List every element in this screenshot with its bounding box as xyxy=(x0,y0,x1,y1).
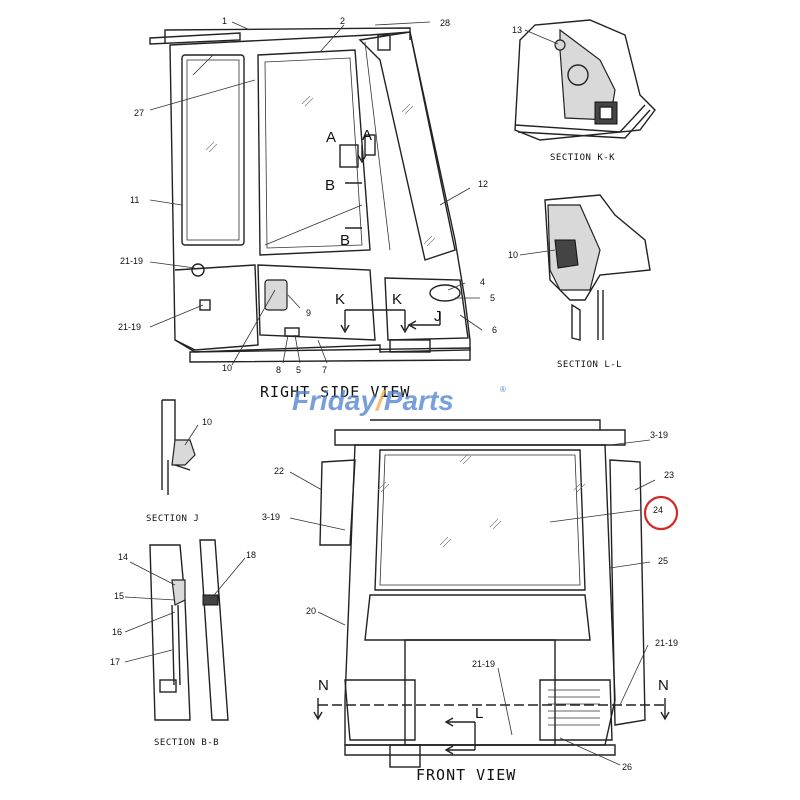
section-kk-drawing xyxy=(514,19,656,141)
callout-labels: 1 2 28 27 11 12 21-19 21-19 4 5 6 9 10 8… xyxy=(110,16,679,772)
section-kk-title: SECTION K-K xyxy=(550,153,615,163)
front-view-title: FRONT VIEW xyxy=(416,766,516,784)
callout-21-19-b: 21-19 xyxy=(118,322,141,332)
section-j-title: SECTION J xyxy=(146,514,199,524)
section-letter-a-1: A xyxy=(326,129,336,146)
callout-9: 9 xyxy=(306,308,311,318)
callout-2: 2 xyxy=(340,16,345,26)
callout-13: 13 xyxy=(512,25,522,35)
right-side-leaders xyxy=(149,21,483,366)
section-letters: A A B B K K J N N L xyxy=(318,127,669,722)
callout-27: 27 xyxy=(134,108,144,118)
callout-16: 16 xyxy=(112,627,122,637)
section-letter-j: J xyxy=(434,308,442,325)
callout-3-19-a: 3-19 xyxy=(262,512,280,522)
front-view-leaders xyxy=(289,439,656,766)
watermark-slash-icon: / xyxy=(374,385,387,416)
callout-26: 26 xyxy=(622,762,632,772)
callout-10-b: 10 xyxy=(508,250,518,260)
callout-1: 1 xyxy=(222,16,227,26)
callout-10-a: 10 xyxy=(222,363,232,373)
callout-23: 23 xyxy=(664,470,674,480)
section-letter-l: L xyxy=(475,705,483,722)
front-view xyxy=(313,419,670,768)
callout-5-a: 5 xyxy=(490,293,495,303)
svg-text:Friday/Parts: Friday/Parts xyxy=(292,385,454,416)
section-bb-title: SECTION B-B xyxy=(154,738,219,748)
callout-18: 18 xyxy=(246,550,256,560)
callout-15: 15 xyxy=(114,591,124,601)
watermark-registered-mark: ® xyxy=(500,385,506,394)
section-j-drawing xyxy=(161,399,199,495)
watermark-text-parts: Parts xyxy=(384,385,454,416)
callout-10-c: 10 xyxy=(202,417,212,427)
view-titles: RIGHT SIDE VIEW FRONT VIEW SECTION K-K S… xyxy=(146,153,622,784)
section-letter-n-2: N xyxy=(658,677,669,694)
callout-12: 12 xyxy=(478,179,488,189)
section-ll-title: SECTION L-L xyxy=(557,360,622,370)
callout-8: 8 xyxy=(276,365,281,375)
section-letter-a-2: A xyxy=(362,127,372,144)
section-letter-b-2: B xyxy=(340,232,350,249)
callout-6: 6 xyxy=(492,325,497,335)
section-letter-k-1: K xyxy=(335,291,345,308)
callout-21-19-d: 21-19 xyxy=(472,659,495,669)
section-ll-drawing xyxy=(519,194,651,341)
section-letter-k-2: K xyxy=(392,291,402,308)
callout-25: 25 xyxy=(658,556,668,566)
callout-21-19-a: 21-19 xyxy=(120,256,143,266)
callout-14: 14 xyxy=(118,552,128,562)
callout-21-19-c: 21-19 xyxy=(655,638,678,648)
callout-3-19-b: 3-19 xyxy=(650,430,668,440)
callout-7: 7 xyxy=(322,365,327,375)
right-side-view-title: RIGHT SIDE VIEW xyxy=(260,383,410,401)
callout-17: 17 xyxy=(110,657,120,667)
section-bb-drawing xyxy=(124,539,246,721)
callout-28: 28 xyxy=(440,18,450,28)
right-side-view xyxy=(149,27,471,363)
watermark-text-friday: Friday xyxy=(292,385,377,416)
section-letter-b-1: B xyxy=(325,177,335,194)
callout-22: 22 xyxy=(274,466,284,476)
callout-20: 20 xyxy=(306,606,316,616)
callout-4: 4 xyxy=(480,277,485,287)
highlight-circle-24 xyxy=(643,495,679,531)
callout-24: 24 xyxy=(653,505,663,515)
section-letter-n-1: N xyxy=(318,677,329,694)
callout-5-b: 5 xyxy=(296,365,301,375)
watermark-logo: Friday/Parts ® xyxy=(292,385,506,416)
callout-11: 11 xyxy=(130,195,139,205)
